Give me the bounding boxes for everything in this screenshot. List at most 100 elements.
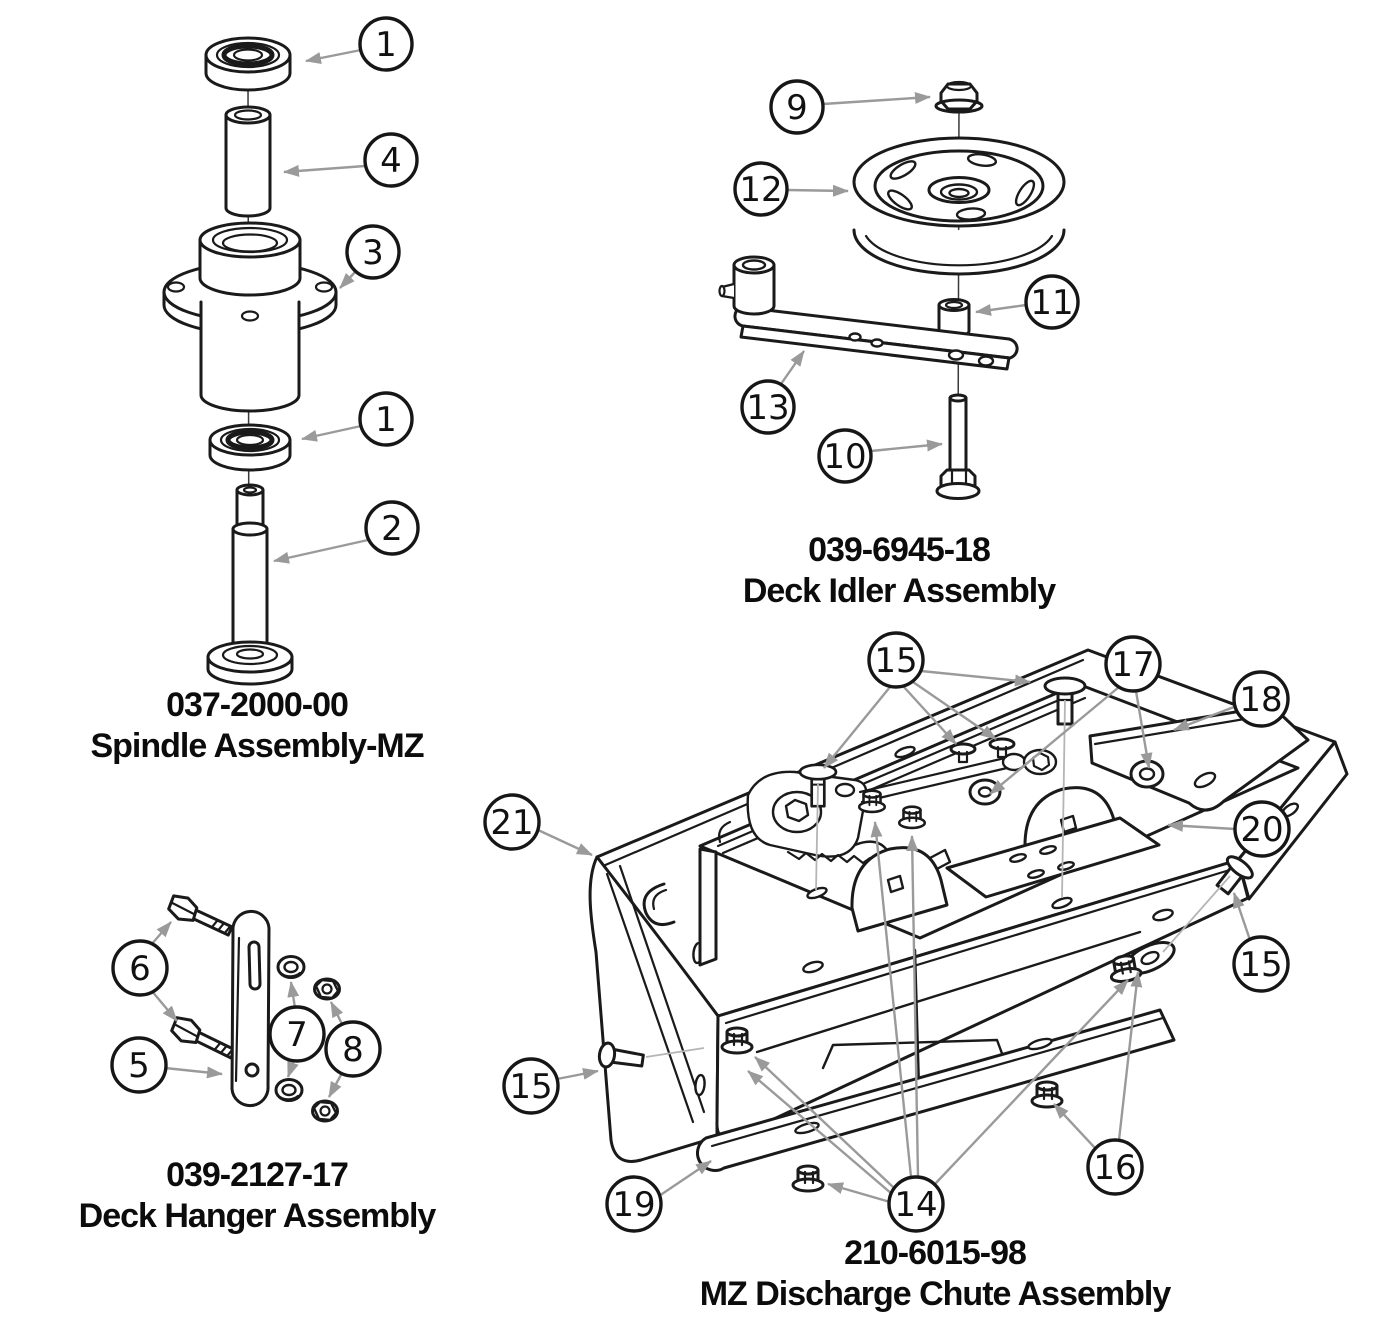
- chute-part-number: 210-6015-98: [844, 1234, 1026, 1272]
- hanger-assembly: 6 5 7 8 039-2127-17 Deck Hanger Assembly: [79, 894, 437, 1235]
- leader-arrow: [339, 269, 358, 289]
- callout-chute-bolt-left: 15: [502, 1057, 560, 1115]
- leader-arrow: [287, 981, 300, 1009]
- idler-part-number: 039-6945-18: [808, 531, 990, 569]
- svg-text:19: 19: [612, 1185, 655, 1225]
- chute-latch-mechanism: [642, 737, 1058, 926]
- svg-text:12: 12: [739, 170, 782, 210]
- svg-text:1: 1: [375, 400, 397, 440]
- spindle-assembly: 1 4 3 1 2 037-2000-00 Spindle Assembly-M…: [90, 16, 425, 765]
- callout-chute-nuts: 14: [887, 1175, 945, 1233]
- callout-chute-bracket-right: 18: [1232, 670, 1290, 728]
- callout-chute-body: 21: [483, 793, 541, 851]
- hanger-title: Deck Hanger Assembly: [79, 1197, 437, 1235]
- leader-arrow: [1232, 892, 1252, 941]
- svg-text:5: 5: [128, 1046, 150, 1086]
- hanger-bolt-upper: [167, 894, 234, 937]
- callout-spindle-housing: 3: [345, 224, 401, 280]
- callout-idler-nut: 9: [769, 79, 825, 135]
- svg-text:11: 11: [1030, 283, 1073, 323]
- callout-hanger-flange-nuts: 7: [268, 1005, 326, 1063]
- hanger-strap-part: [230, 909, 271, 1108]
- svg-text:4: 4: [380, 141, 402, 181]
- projection-line: [815, 783, 819, 891]
- callout-hanger-strap: 5: [110, 1036, 168, 1094]
- leader-arrow: [658, 1160, 712, 1197]
- svg-text:3: 3: [362, 233, 384, 273]
- leader-arrow: [1173, 705, 1235, 732]
- leader-arrow: [902, 685, 957, 745]
- leader-arrow: [1117, 971, 1143, 1141]
- leader-arrow: [906, 835, 920, 1178]
- svg-text:14: 14: [894, 1185, 937, 1225]
- callout-spindle-shaft: 2: [364, 500, 420, 556]
- spindle-title: Spindle Assembly-MZ: [90, 727, 423, 765]
- idler-assembly: 9 12 11 13 10 039-6945-18 Deck Idler Ass…: [718, 79, 1080, 610]
- svg-text:16: 16: [1093, 1148, 1136, 1188]
- callout-idler-pulley: 12: [733, 161, 789, 217]
- idler-pulley-part: [852, 136, 1066, 276]
- callout-chute-bolt-right: 15: [1232, 935, 1290, 993]
- callout-chute-bolts-top: 15: [867, 631, 925, 689]
- chute-title: MZ Discharge Chute Assembly: [700, 1275, 1172, 1313]
- svg-text:8: 8: [342, 1030, 364, 1070]
- flange-nut-left: [720, 1026, 754, 1055]
- svg-text:21: 21: [490, 803, 533, 843]
- hanger-lock-nut-lower: [311, 1099, 339, 1123]
- leader-arrow: [301, 424, 362, 442]
- idler-bolt-part: [935, 393, 981, 500]
- leader-arrow: [870, 439, 943, 453]
- leader-arrow: [747, 1070, 893, 1195]
- svg-text:1: 1: [375, 25, 397, 65]
- leader-arrow: [537, 828, 593, 857]
- leader-arrow: [975, 303, 1027, 316]
- callout-spindle-bearing-bottom: 1: [358, 391, 414, 447]
- flange-nut-right: [1030, 1080, 1064, 1109]
- callout-chute-nuts-right: 16: [1086, 1138, 1144, 1196]
- svg-text:2: 2: [381, 509, 403, 549]
- svg-text:9: 9: [786, 88, 808, 128]
- idler-nut-part: [934, 80, 984, 114]
- leader-arrow: [305, 48, 362, 64]
- projection-line: [1162, 875, 1231, 953]
- svg-text:6: 6: [129, 949, 151, 989]
- carriage-bolt-right: [1215, 855, 1254, 896]
- spindle-spacer-part: [224, 105, 272, 218]
- leader-arrow: [1134, 690, 1153, 769]
- hanger-part-number: 039-2127-17: [166, 1156, 348, 1194]
- hanger-bolt-lower: [170, 1016, 237, 1060]
- svg-text:17: 17: [1111, 645, 1154, 685]
- svg-text:15: 15: [1239, 945, 1282, 985]
- idler-arm-part: [718, 255, 1019, 371]
- latch-nut-right: [897, 805, 927, 830]
- svg-text:20: 20: [1240, 810, 1283, 850]
- hanger-flange-nut-lower: [274, 1078, 304, 1102]
- callout-idler-arm: 13: [740, 379, 796, 435]
- leader-arrow: [327, 1072, 344, 1098]
- hanger-flange-nut-upper: [276, 955, 306, 979]
- hanger-lock-nut-upper: [313, 977, 341, 1001]
- leader-arrow: [912, 681, 997, 740]
- callout-spindle-spacer: 4: [363, 132, 419, 188]
- leader-arrow: [870, 821, 913, 1178]
- callout-idler-bolt: 10: [817, 428, 873, 484]
- leader-arrow: [273, 538, 369, 564]
- leader-arrow: [786, 184, 849, 197]
- leader-arrow: [1167, 819, 1236, 832]
- spindle-part-number: 037-2000-00: [166, 686, 348, 724]
- leader-arrow: [920, 669, 1031, 687]
- leader-arrow: [823, 686, 891, 769]
- leader-arrow: [754, 1056, 894, 1188]
- leader-arrow: [1053, 1103, 1096, 1149]
- spindle-bearing-bottom-part: [208, 423, 292, 472]
- leader-arrow: [149, 921, 172, 947]
- leader-arrow: [934, 979, 1129, 1185]
- svg-text:18: 18: [1239, 680, 1282, 720]
- callout-spindle-bearing-top: 1: [358, 16, 414, 72]
- spindle-shaft-part: [206, 483, 294, 686]
- leader-arrow: [150, 989, 178, 1022]
- washer-right: [1129, 759, 1165, 789]
- leader-arrow: [556, 1067, 599, 1081]
